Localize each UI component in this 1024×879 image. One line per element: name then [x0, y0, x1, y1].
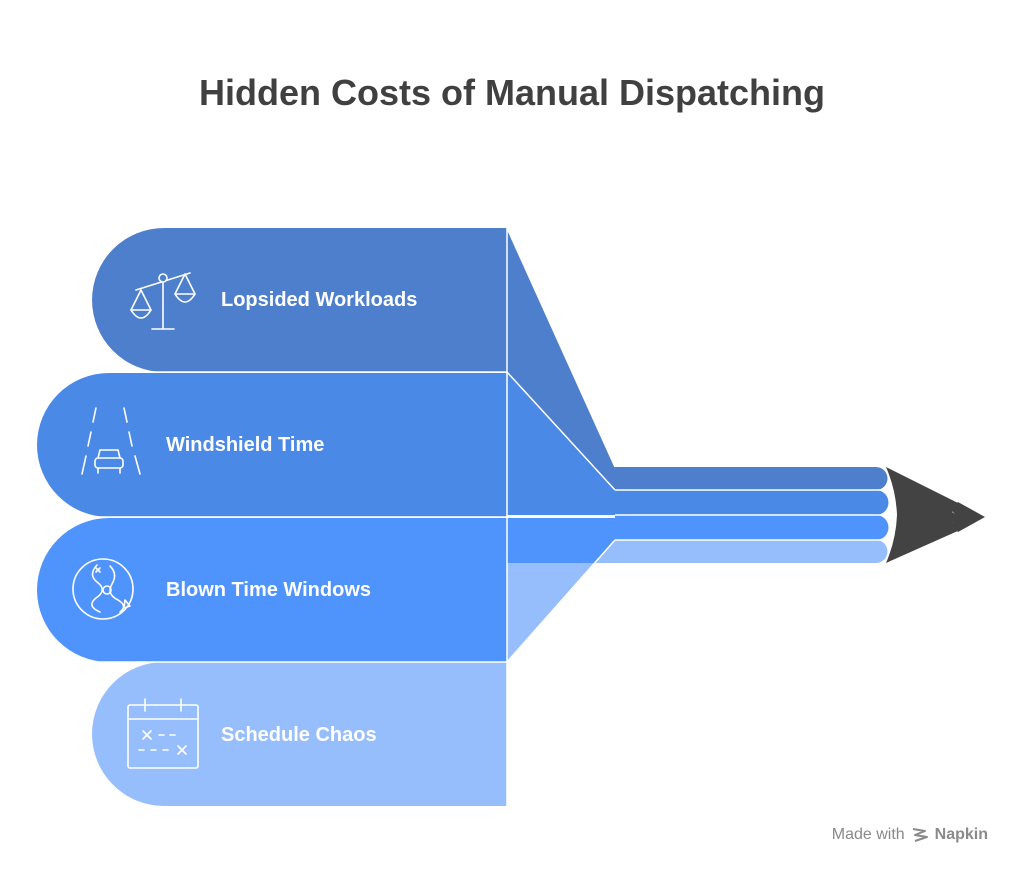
band-fill [37, 518, 615, 662]
band-blown-time-windows[interactable] [37, 518, 615, 662]
scale-balance-icon [130, 272, 196, 330]
pencil-tip [886, 467, 960, 563]
napkin-brand-text: Napkin [934, 826, 988, 843]
label-windshield-time: Windshield Time [166, 434, 324, 456]
label-schedule-chaos: Schedule Chaos [221, 724, 377, 746]
made-with-text: Made with [831, 826, 905, 843]
label-lopsided-workloads: Lopsided Workloads [221, 289, 417, 311]
pencil-shaft [615, 467, 889, 563]
route-map-icon [72, 558, 134, 620]
band-fill [37, 373, 615, 517]
band-lopsided-workloads[interactable] [92, 228, 616, 490]
road-car-icon [81, 407, 141, 475]
dividers [40, 227, 616, 806]
napkin-watermark: Made with Napkin [832, 826, 988, 844]
band-fill [92, 228, 616, 490]
label-blown-time-windows: Blown Time Windows [166, 579, 371, 601]
napkin-logo-icon [912, 828, 928, 842]
band-fill [92, 540, 615, 806]
page-title: Hidden Costs of Manual Dispatching [198, 72, 826, 113]
calendar-icon [127, 698, 199, 769]
band-schedule-chaos[interactable] [92, 540, 615, 806]
pencil-lead [951, 502, 985, 532]
band-windshield-time[interactable] [37, 373, 615, 517]
